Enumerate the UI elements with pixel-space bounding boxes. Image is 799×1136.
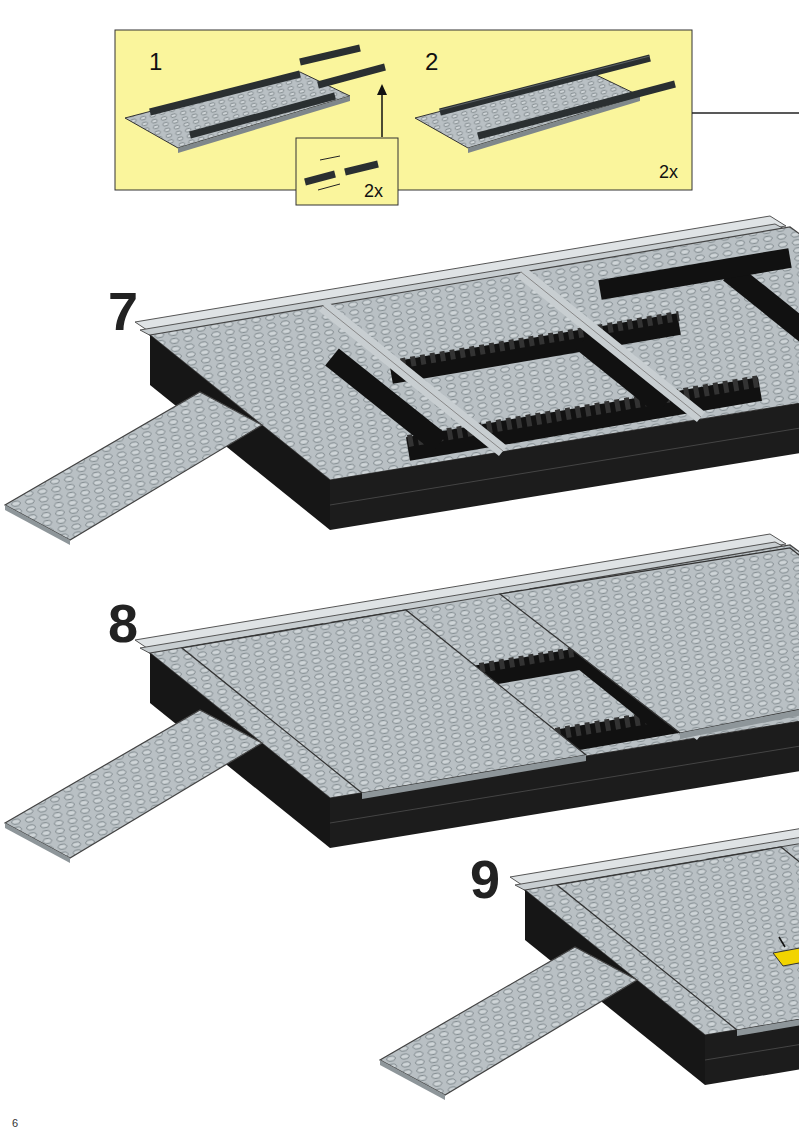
substep-number: 2 [425,50,438,74]
page-number: 6 [12,1118,18,1129]
substep-number: 1 [149,50,162,74]
step-number: 7 [108,284,138,338]
step-number: 9 [470,852,500,906]
detail-box: 2x [296,138,398,205]
quantity-label: 2x [659,163,678,181]
step-number: 8 [108,596,138,650]
substep-panel: 122x2x [115,30,692,190]
quantity-label: 2x [364,182,383,200]
